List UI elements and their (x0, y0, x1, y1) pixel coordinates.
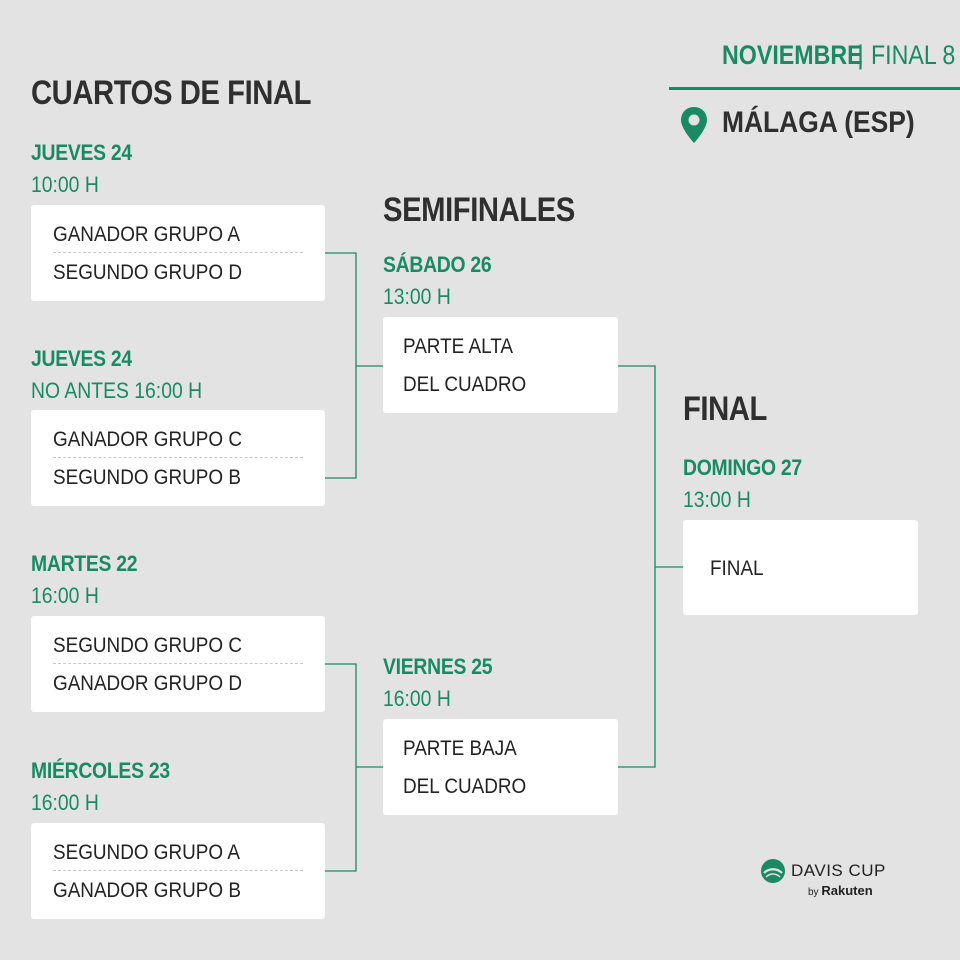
qf3-team1: SEGUNDO GRUPO C (53, 634, 243, 657)
qf4-team1: SEGUNDO GRUPO A (53, 841, 240, 864)
qf4-match-card: SEGUNDO GRUPO A GANADOR GRUPO B (31, 823, 325, 919)
qf2-team2: SEGUNDO GRUPO B (53, 466, 241, 489)
connector-qf3-qf4 (325, 663, 357, 872)
qf3-divider (53, 663, 303, 664)
connector-sf1-sf2 (618, 365, 656, 768)
davis-cup-logo-icon (760, 858, 786, 889)
sf1-match-card: PARTE ALTA DEL CUADRO (383, 317, 618, 413)
qf3-match-card: SEGUNDO GRUPO C GANADOR GRUPO D (31, 616, 325, 712)
sf1-time: 13:00 H (383, 284, 451, 309)
semifinals-title: SEMIFINALES (383, 191, 575, 229)
qf1-divider (53, 252, 303, 253)
sf1-day: SÁBADO 26 (383, 252, 492, 277)
qf2-day: JUEVES 24 (31, 346, 132, 371)
round-title-final: FINAL (683, 390, 781, 429)
brand-name: DAVIS CUP (791, 861, 886, 880)
qf3-day: MARTES 22 (31, 551, 138, 576)
round-title-quarterfinals: CUARTOS DE FINAL (31, 74, 357, 113)
sf2-day: VIERNES 25 (383, 654, 493, 679)
brand-sponsor: Rakuten (821, 883, 873, 898)
brand-by: by (808, 887, 819, 898)
final-day: DOMINGO 27 (683, 455, 802, 480)
qf1-team2: SEGUNDO GRUPO D (53, 261, 243, 284)
qf4-time: 16:00 H (31, 790, 99, 815)
final-match-card: FINAL (683, 520, 918, 615)
stage-label: FINAL 8 (871, 40, 956, 70)
sf2-line1: PARTE BAJA (403, 737, 517, 760)
connector-qf1-qf2 (325, 252, 357, 479)
qf1-match-card: GANADOR GRUPO A SEGUNDO GRUPO D (31, 205, 325, 301)
qf2-divider (53, 457, 303, 458)
header-rule (669, 87, 960, 90)
qf2-match-card: GANADOR GRUPO C SEGUNDO GRUPO B (31, 410, 325, 506)
location-label: MÁLAGA (ESP) (722, 106, 915, 139)
sf2-line2: DEL CUADRO (403, 775, 527, 798)
quarterfinals-title: CUARTOS DE FINAL (31, 74, 312, 112)
sf1-line1: PARTE ALTA (403, 335, 513, 358)
qf1-team1: GANADOR GRUPO A (53, 223, 240, 246)
header-separator: | (857, 40, 865, 70)
location: MÁLAGA (ESP) (722, 106, 941, 140)
header-separator-wrap: | (857, 40, 864, 71)
final-title: FINAL (683, 390, 767, 428)
location-pin-icon (679, 106, 709, 149)
final-label: FINAL (710, 557, 764, 580)
header-stage: FINAL 8 (871, 40, 960, 71)
sf2-match-card: PARTE BAJA DEL CUADRO (383, 719, 618, 815)
month-label: NOVIEMBRE (722, 40, 863, 70)
qf4-team2: GANADOR GRUPO B (53, 879, 241, 902)
qf3-time: 16:00 H (31, 583, 99, 608)
sf2-time: 16:00 H (383, 686, 451, 711)
qf4-divider (53, 870, 303, 871)
qf1-time: 10:00 H (31, 172, 99, 197)
qf2-time: NO ANTES 16:00 H (31, 378, 203, 403)
qf4-day: MIÉRCOLES 23 (31, 758, 170, 783)
brand-sub: by Rakuten (808, 883, 873, 898)
qf3-team2: GANADOR GRUPO D (53, 672, 243, 695)
round-title-semifinals: SEMIFINALES (383, 191, 606, 230)
header-date: NOVIEMBRE (722, 40, 886, 71)
sf1-line2: DEL CUADRO (403, 373, 527, 396)
qf2-team1: GANADOR GRUPO C (53, 428, 243, 451)
final-time: 13:00 H (683, 487, 751, 512)
qf1-day: JUEVES 24 (31, 140, 132, 165)
